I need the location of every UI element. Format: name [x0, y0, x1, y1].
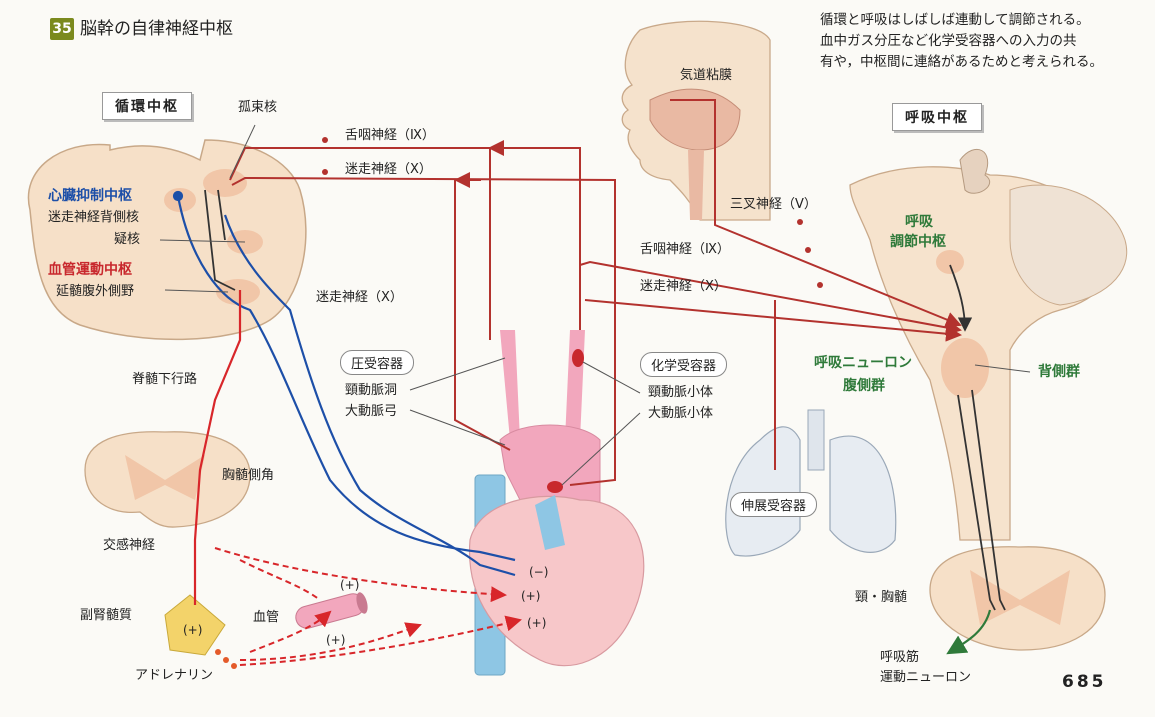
leader-lines [159, 124, 1031, 486]
respiration-center-box: 呼吸中枢 [892, 103, 982, 131]
sympathetic-dashed [214, 547, 522, 666]
note-line: 循環と呼吸はしばしば連動して調節される。 [820, 12, 1090, 28]
lungs [725, 409, 897, 557]
label-glossopharyngeal-2: 舌咽神経（Ⅸ） [640, 242, 730, 257]
label-vasomotor-center: 血管運動中枢 [48, 262, 132, 278]
label-plus-heart-2: (+) [527, 616, 547, 630]
heart [468, 330, 645, 676]
label-cardio-inhibitory: 心臓抑制中枢 [48, 188, 132, 204]
blood-vessel-shape [295, 592, 368, 629]
label-vagus-2: 迷走神経（Ⅹ） [316, 290, 403, 305]
label-resp-neuron: 呼吸ニューロン [814, 355, 912, 371]
label-resp-motor-1: 呼吸筋 [880, 650, 920, 665]
label-cervical-thoracic: 頸・胸髄 [855, 590, 908, 605]
label-carotid-body: 頸動脈小体 [648, 385, 714, 400]
label-minus-heart: (−) [529, 565, 549, 579]
label-nucleus-ambiguus: 疑核 [114, 232, 141, 247]
cervical-cord [929, 546, 1106, 651]
label-ventral-group: 腹側群 [843, 378, 885, 394]
pill-stretch-receptor: 伸展受容器 [730, 492, 818, 517]
label-aortic-body: 大動脈小体 [648, 406, 714, 421]
nerve-dots [322, 137, 823, 288]
note-line: 有や，中枢間に連絡があるためと考えられる。 [820, 54, 1103, 70]
label-glossopharyngeal-1: 舌咽神経（Ⅸ） [345, 128, 435, 143]
note-line: 血中ガス分圧など化学受容器への入力の共 [820, 33, 1077, 49]
title-badge: 35 [50, 18, 74, 40]
adrenal-gland [164, 594, 237, 669]
label-aortic-arch: 大動脈弓 [345, 404, 398, 419]
label-plus-heart-1: (+) [521, 589, 541, 603]
circulation-center-box: 循環中枢 [102, 92, 192, 120]
label-solitary-nucleus: 孤束核 [238, 100, 278, 115]
label-plus-vessel-1: (+) [340, 578, 360, 592]
label-pneumotaxic-2: 調節中枢 [890, 234, 946, 250]
label-vagus-dorsal-nucleus: 迷走神経背側核 [48, 210, 140, 225]
label-plus-adrenal: (+) [183, 623, 203, 637]
vagus-efferent [172, 190, 516, 577]
label-sympathetic: 交感神経 [103, 538, 156, 553]
thoracic-cord [84, 431, 251, 528]
sympathetic-pathways [193, 290, 242, 605]
head-profile [621, 20, 771, 221]
label-descending-tract: 脊髄下行路 [132, 372, 198, 387]
label-thoracic-lateral-horn: 胸髄側角 [222, 468, 275, 483]
motor-output [946, 609, 992, 655]
label-adrenaline: アドレナリン [135, 668, 214, 683]
label-vagus-3: 迷走神経（Ⅹ） [640, 279, 727, 294]
page-number: 685 [1062, 672, 1107, 692]
label-trigeminal: 三叉神経（Ⅴ） [730, 197, 817, 212]
label-adrenal-medulla: 副腎髄質 [80, 608, 133, 623]
pill-baroreceptor: 圧受容器 [340, 350, 415, 375]
label-dorsal-group: 背側群 [1038, 364, 1080, 380]
label-blood-vessel: 血管 [253, 610, 280, 625]
label-rvlm: 延髄腹外側野 [56, 284, 135, 299]
page-title: 脳幹の自律神経中枢 [80, 19, 233, 39]
label-carotid-sinus: 頸動脈洞 [345, 383, 398, 398]
label-resp-motor-2: 運動ニューロン [880, 670, 972, 685]
label-pneumotaxic-1: 呼吸 [905, 214, 933, 230]
label-plus-vessel-2: (+) [326, 633, 346, 647]
brainstem-side [849, 148, 1128, 541]
respiratory-pathways [204, 189, 1006, 611]
explanatory-note: 循環と呼吸はしばしば連動して調節される。 血中ガス分圧など化学受容器への入力の共… [820, 10, 1140, 73]
label-airway-mucosa: 気道粘膜 [680, 68, 733, 83]
pill-chemoreceptor: 化学受容器 [640, 352, 728, 377]
label-vagus-1: 迷走神経（Ⅹ） [345, 162, 432, 177]
